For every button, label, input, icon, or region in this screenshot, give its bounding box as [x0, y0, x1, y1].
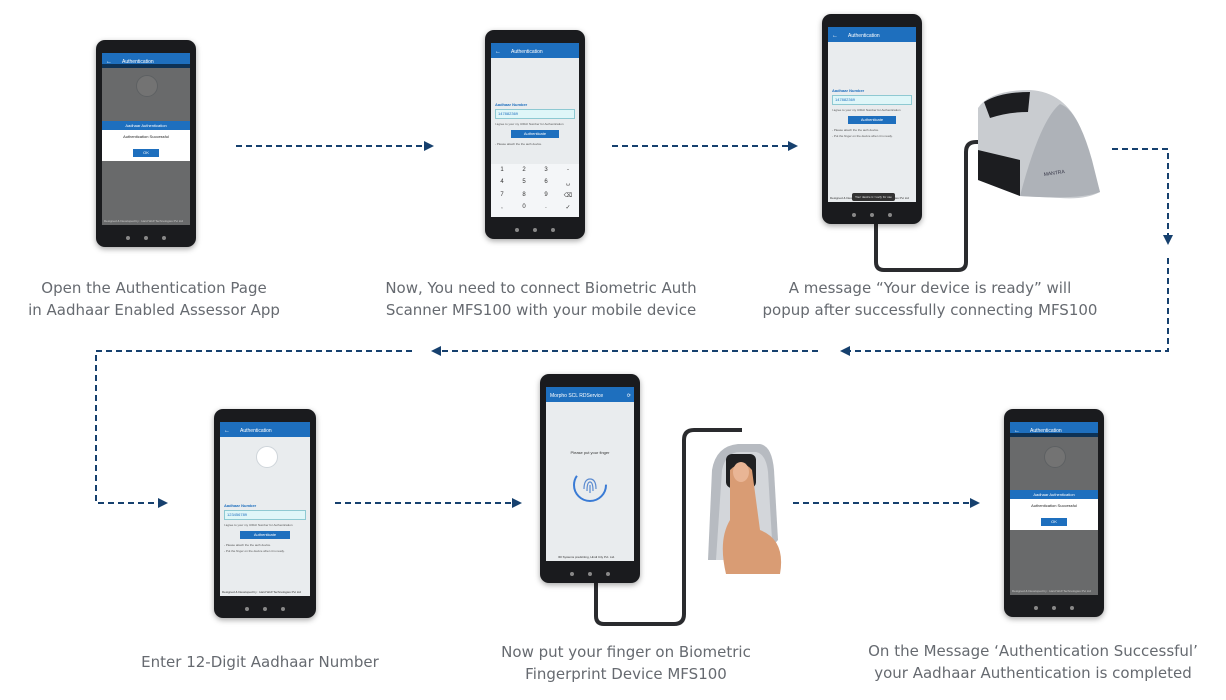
keypad-key[interactable]: 1: [500, 167, 504, 173]
phone-step4: ←Authentication Aadhaar Number 123456789…: [214, 409, 316, 618]
usb-cable-step3: [874, 140, 992, 272]
instruction-1: - Please attach the the auth device.: [224, 543, 272, 547]
usb-cable-step5: [594, 428, 742, 626]
app-header: ←Authentication: [1010, 426, 1098, 437]
nav-buttons: [1004, 606, 1104, 610]
dialog-title: Aadhaar Authentication: [1010, 490, 1098, 499]
app-footer: Designed & Developed by : Hard Wolf Tech…: [222, 590, 301, 594]
keypad-key[interactable]: 9: [544, 191, 548, 198]
rd-footer: IDI Systems prediciting, Hindi City Pvt.…: [558, 555, 616, 559]
keypad-key[interactable]: -: [567, 167, 569, 173]
dialog-message: Authentication Successful: [123, 134, 169, 139]
rd-service-header: Morpho SCL RDService⟳: [546, 391, 634, 402]
caption-step3: A message “Your device is ready” will po…: [762, 279, 1098, 319]
keypad-key[interactable]: ␣: [566, 179, 570, 186]
mfs100-scanner-step3: MANTRA: [978, 90, 1100, 199]
caption-step2: Now, You need to connect Biometric Auth …: [385, 279, 697, 319]
keypad-key[interactable]: 3: [544, 167, 548, 173]
app-header: ←Authentication: [491, 47, 579, 58]
arrow-step3-down: [1112, 148, 1173, 245]
app-footer: Designed & Developed by : Hard Wolf Tech…: [104, 219, 183, 223]
caption-step4: Enter 12-Digit Aadhaar Number: [141, 653, 379, 671]
caption-step5: Now put your finger on Biometric Fingerp…: [501, 643, 751, 683]
auth-success-dialog: Aadhaar Authentication Authentication Su…: [102, 121, 190, 161]
aadhaar-label: Aadhaar Number: [832, 88, 865, 93]
keypad-key[interactable]: ✓: [565, 205, 571, 212]
keypad-key[interactable]: 7: [500, 191, 504, 198]
consent-checkbox-label[interactable]: I agree to your my UIDAI Number for Auth…: [224, 523, 293, 527]
aadhaar-input[interactable]: 147882369: [495, 109, 575, 119]
nav-buttons: [540, 572, 640, 576]
keypad-key[interactable]: 2: [522, 167, 526, 173]
authenticate-button[interactable]: Authenticate: [847, 116, 897, 124]
keypad-key[interactable]: 4: [500, 178, 504, 185]
back-arrow-icon[interactable]: ←: [1014, 428, 1020, 434]
back-arrow-icon[interactable]: ←: [832, 33, 838, 39]
back-arrow-icon[interactable]: ←: [106, 59, 112, 65]
phone-screen: Morpho SCL RDService⟳ Please put your fi…: [546, 387, 634, 561]
back-arrow-icon[interactable]: ←: [224, 428, 230, 434]
device-ready-toast: Your device is ready for use: [852, 193, 895, 201]
keypad-key[interactable]: .: [545, 204, 547, 211]
instruction-1: - Please attach the the auth device.: [832, 128, 880, 132]
aadhaar-input[interactable]: 123456789: [224, 510, 306, 520]
dialog-title: Aadhaar Authentication: [102, 121, 190, 130]
phone-screen: ←Authentication Aadhaar Number 147882369…: [828, 27, 916, 202]
app-header: ←Authentication: [828, 31, 916, 42]
authenticate-button[interactable]: Authenticate: [510, 130, 560, 138]
instruction-2: - Put the finger on the device when it i…: [832, 134, 893, 138]
back-arrow-icon[interactable]: ←: [495, 49, 501, 55]
dialog-ok-button[interactable]: OK: [1041, 518, 1067, 526]
aadhaar-input[interactable]: 147882369: [832, 95, 912, 105]
phone-screen: ←Authentication Aadhaar Authentication A…: [1010, 422, 1098, 595]
app-header: ←Authentication: [102, 57, 190, 68]
numeric-keypad[interactable]: 1 2 3 - 4 5 6 ␣ 7 8 9 ⌫, 0. ✓: [491, 164, 579, 217]
app-footer: Designed & Developed by : Hard Wolf Tech…: [830, 196, 909, 200]
scanner-brand-text: MANTRA: [1043, 169, 1065, 178]
app-header: ←Authentication: [220, 426, 310, 437]
phone-screen: ←Authentication Aadhaar Number 147882369…: [491, 43, 579, 217]
consent-checkbox-label[interactable]: I agree to your my UIDAI Number for Auth…: [495, 122, 564, 126]
nav-buttons: [485, 228, 585, 232]
nav-buttons: [822, 213, 922, 217]
caption-step6: On the Message ‘Authentication Successfu…: [868, 642, 1198, 682]
refresh-icon[interactable]: ⟳: [626, 393, 631, 399]
phone-step2: ←Authentication Aadhaar Number 147882369…: [485, 30, 585, 239]
keypad-key[interactable]: ,: [501, 204, 503, 211]
phone-step3: ←Authentication Aadhaar Number 147882369…: [822, 14, 922, 224]
app-footer: Designed & Developed by : Hard Wolf Tech…: [1012, 589, 1091, 593]
keypad-key[interactable]: ⌫: [563, 192, 573, 199]
fingerprint-icon: [573, 468, 607, 502]
dialog-message: Authentication Successful: [1031, 503, 1077, 508]
skill-logo-icon: [256, 446, 278, 468]
phone-step5: Morpho SCL RDService⟳ Please put your fi…: [540, 374, 640, 583]
keypad-key[interactable]: 8: [522, 191, 526, 198]
instruction-2: - Put the finger on the device when it i…: [224, 549, 285, 553]
keypad-key[interactable]: 0: [522, 204, 526, 211]
instruction-1: - Please attach the the auth device.: [495, 142, 543, 146]
aadhaar-label: Aadhaar Number: [224, 503, 257, 508]
phone-step1: ←Authentication Aadhaar Authentication A…: [96, 40, 196, 247]
authenticate-button[interactable]: Authenticate: [240, 531, 290, 539]
arrow-down-to-step4: [95, 350, 412, 508]
finger-on-scanner: [722, 462, 782, 574]
keypad-key[interactable]: 5: [522, 178, 526, 185]
phone-screen: ←Authentication Aadhaar Authentication A…: [102, 53, 190, 225]
nav-buttons: [214, 607, 316, 611]
aadhaar-label: Aadhaar Number: [495, 102, 528, 107]
keypad-key[interactable]: 6: [544, 178, 548, 185]
arrow-right-to-left-row: [840, 258, 1169, 356]
phone-step6: ←Authentication Aadhaar Authentication A…: [1004, 409, 1104, 617]
caption-step1: Open the Authentication Page in Aadhaar …: [28, 279, 280, 319]
dialog-ok-button[interactable]: OK: [133, 149, 159, 157]
auth-success-dialog: Aadhaar Authentication Authentication Su…: [1010, 490, 1098, 530]
consent-checkbox-label[interactable]: I agree to your my UIDAI Number for Auth…: [832, 108, 901, 112]
phone-screen: ←Authentication Aadhaar Number 123456789…: [220, 422, 310, 596]
rd-prompt: Please put your finger: [570, 450, 610, 455]
nav-buttons: [96, 236, 196, 240]
